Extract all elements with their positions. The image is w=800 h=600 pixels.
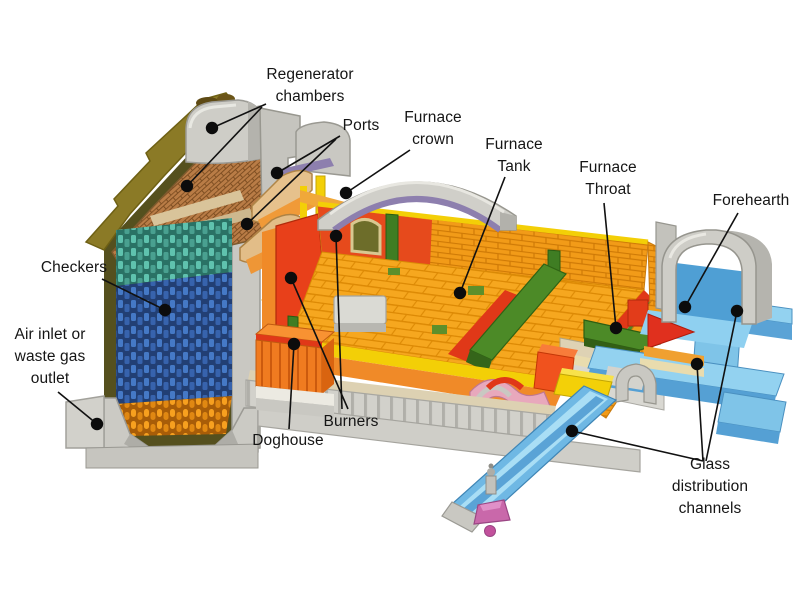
callout-dots xyxy=(90,121,744,438)
forehearth-vault xyxy=(661,229,757,325)
label-ports: Ports xyxy=(342,117,380,134)
gob-feeder xyxy=(473,463,511,537)
label-burners: Burners xyxy=(323,413,379,430)
label-doghouse: Doghouse xyxy=(252,432,324,449)
label-glass-channels: Glass distribution channels xyxy=(671,456,749,517)
label-furnace-tank: Furnace Tank xyxy=(485,136,543,175)
label-forehearth: Forehearth xyxy=(712,192,790,209)
callout-lines xyxy=(57,103,739,462)
label-air-inlet: Air inlet or waste gas outlet xyxy=(14,326,86,387)
label-checkers: Checkers xyxy=(40,259,108,276)
doghouse-structure xyxy=(254,315,336,418)
label-regenerator-chambers: Regenerator chambers xyxy=(266,66,354,105)
label-furnace-crown: Furnace crown xyxy=(404,109,462,148)
distribution-channel-front xyxy=(441,344,657,537)
furnace-crown-structure xyxy=(317,181,517,233)
checkers-pack xyxy=(116,218,232,436)
label-furnace-throat: Furnace Throat xyxy=(579,159,637,198)
regenerator-chamber-structure xyxy=(65,92,351,469)
forehearth-structure xyxy=(640,221,772,377)
